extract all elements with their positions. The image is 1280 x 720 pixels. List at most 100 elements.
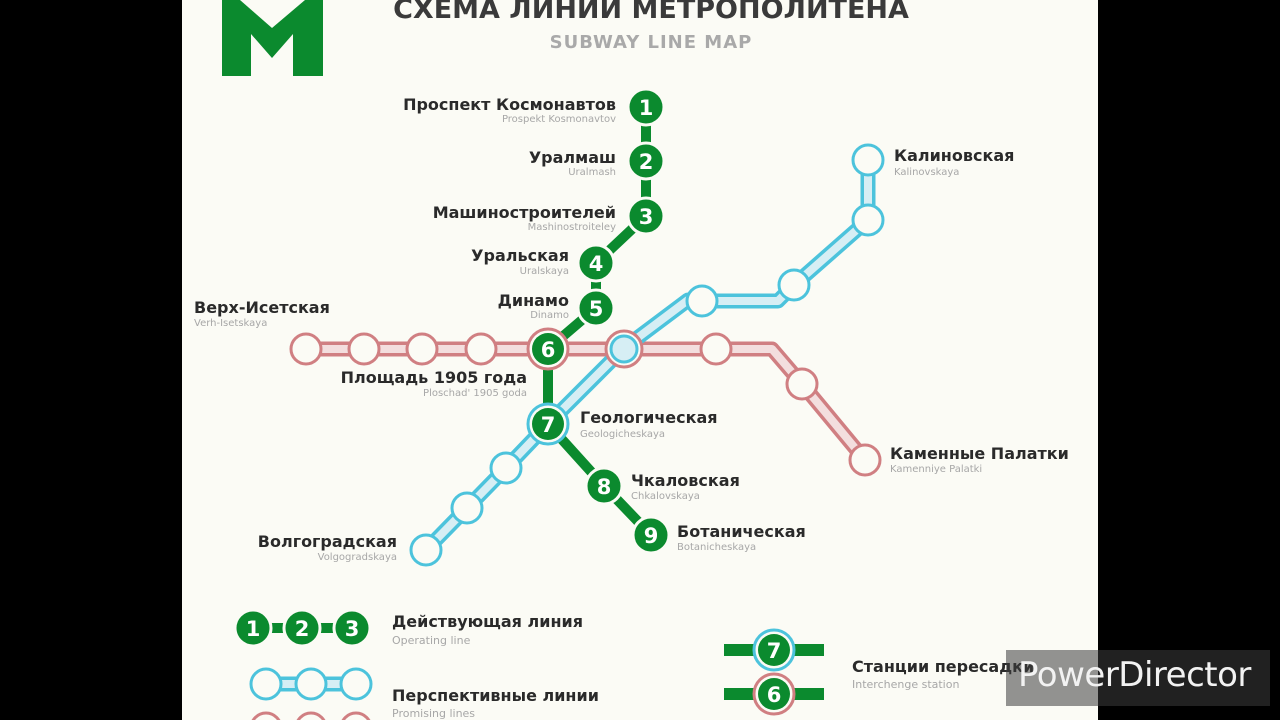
legend-interchange-circle <box>758 634 790 666</box>
station-label: Уральская <box>471 246 569 265</box>
station-volgogradskaya-marker[interactable] <box>409 533 443 567</box>
legend-blue-station <box>339 667 373 701</box>
station-label: Ботаническая <box>677 522 806 541</box>
station-4-badge[interactable]: 4 <box>576 243 616 283</box>
station-marker-red[interactable] <box>785 367 819 401</box>
station-9-badge[interactable]: 9 <box>631 515 671 555</box>
station-4-circle <box>576 243 616 283</box>
legend-station-circle <box>233 608 273 648</box>
station-label: Проспект Космонавтов <box>403 95 616 114</box>
legend-interchange: 7 6 Станции пересадки Interchenge statio… <box>724 628 1034 716</box>
station-1-number: 1 <box>639 96 654 120</box>
station-kamennye-palatki-marker[interactable] <box>848 443 882 477</box>
station-marker-red[interactable] <box>405 332 439 366</box>
legend-station-number: 3 <box>345 617 360 641</box>
station-label-latin: Verh-Isetskaya <box>194 318 267 329</box>
station-verkh-isetskaya-marker[interactable] <box>289 332 323 366</box>
legend-interchange-circle <box>758 678 790 710</box>
station-label: Каменные Палатки <box>890 444 1069 463</box>
legend-blue-station <box>249 667 283 701</box>
legend-red-station <box>251 711 281 720</box>
station-3-circle <box>626 196 666 236</box>
station-marker-red[interactable] <box>464 332 498 366</box>
legend-operating: 1 2 3 Действующая линия Operating line <box>233 608 583 648</box>
station-7-circle <box>532 408 564 440</box>
map-title: СХЕМА ЛИНИЙ МЕТРОПОЛИТЕНА <box>393 0 909 25</box>
station-3-badge[interactable]: 3 <box>626 196 666 236</box>
station-6-badge[interactable]: 6 <box>526 327 570 371</box>
legend-promising-label: Перспективные линии <box>392 686 599 705</box>
station-marker-blue[interactable] <box>450 491 484 525</box>
station-label-latin: Kalinovskaya <box>894 167 959 178</box>
station-label-latin: Dinamo <box>530 310 569 321</box>
station-label: Уралмаш <box>529 148 616 167</box>
station-labels: Проспект Космонавтов Prospekt Kosmonavto… <box>194 95 1069 563</box>
station-marker-blue[interactable] <box>851 203 885 237</box>
station-kalinovskaya-marker[interactable] <box>851 143 885 177</box>
station-7-badge[interactable]: 7 <box>526 402 570 446</box>
station-7-number: 7 <box>541 413 556 437</box>
station-label: Площадь 1905 года <box>341 368 527 387</box>
station-2-number: 2 <box>639 150 654 174</box>
letterbox-right <box>1098 0 1280 720</box>
watermark-panel <box>1006 650 1270 706</box>
legend-blue-station <box>294 667 328 701</box>
legend-red-station <box>296 711 326 720</box>
legend-promising-label-latin: Promising lines <box>392 707 475 720</box>
station-9-circle <box>631 515 671 555</box>
station-marker-blue[interactable] <box>489 451 523 485</box>
legend-operating-label: Действующая линия <box>392 612 583 631</box>
station-5-badge[interactable]: 5 <box>576 288 616 328</box>
promising-line-red <box>298 341 873 468</box>
metro-logo <box>222 0 323 76</box>
station-marker-red[interactable] <box>699 332 733 366</box>
station-label: Геологическая <box>580 408 718 427</box>
station-9-number: 9 <box>644 524 659 548</box>
legend-station-number: 2 <box>295 617 310 641</box>
station-label-latin: Chkalovskaya <box>631 491 700 502</box>
station-4-number: 4 <box>589 252 604 276</box>
station-marker-blue[interactable] <box>777 268 811 302</box>
legend-station-number: 1 <box>246 617 261 641</box>
green-line-stations: 1 2 3 4 5 6 <box>526 87 671 555</box>
station-label-latin: Kamenniye Palatki <box>890 464 982 475</box>
legend-interchange-number: 6 <box>767 683 782 707</box>
station-6-circle <box>532 333 564 365</box>
legend-promising: Перспективные линии Promising lines <box>249 667 599 720</box>
station-label-latin: Botanicheskaya <box>677 542 756 553</box>
station-label: Калиновская <box>894 146 1014 165</box>
red-line-stations <box>289 332 882 477</box>
legend-interchange-label-latin: Interchenge station <box>852 678 959 691</box>
station-label-latin: Prospekt Kosmonavtov <box>502 114 616 125</box>
station-label-latin: Geologicheskaya <box>580 429 665 440</box>
station-8-circle <box>584 466 624 506</box>
station-label-latin: Uralmash <box>568 167 616 178</box>
station-label: Машиностроителей <box>433 203 616 222</box>
metro-logo-mark <box>222 0 323 76</box>
station-8-badge[interactable]: 8 <box>584 466 624 506</box>
station-marker-red[interactable] <box>347 332 381 366</box>
legend-red-station <box>341 711 371 720</box>
station-label-latin: Mashinostroiteley <box>528 222 616 233</box>
station-1-badge[interactable]: 1 <box>626 87 666 127</box>
station-label: Верх-Исетская <box>194 298 330 317</box>
letterbox-left <box>0 0 182 720</box>
station-2-circle <box>626 141 666 181</box>
station-1-circle <box>626 87 666 127</box>
station-8-number: 8 <box>597 475 612 499</box>
station-label: Чкаловская <box>631 471 740 490</box>
station-label-latin: Volgogradskaya <box>318 552 397 563</box>
legend-station-circle <box>282 608 322 648</box>
legend-operating-label-latin: Operating line <box>392 634 471 647</box>
legend-interchange-number: 7 <box>767 639 782 663</box>
station-label: Динамо <box>498 291 569 310</box>
interchange-red-blue[interactable] <box>604 329 644 369</box>
station-label-latin: Ploschad' 1905 goda <box>423 388 527 399</box>
station-6-number: 6 <box>541 338 556 362</box>
legend-interchange-label: Станции пересадки <box>852 657 1034 676</box>
station-2-badge[interactable]: 2 <box>626 141 666 181</box>
station-marker-blue[interactable] <box>685 284 719 318</box>
station-5-number: 5 <box>589 297 604 321</box>
map-subtitle: SUBWAY LINE MAP <box>550 32 753 53</box>
